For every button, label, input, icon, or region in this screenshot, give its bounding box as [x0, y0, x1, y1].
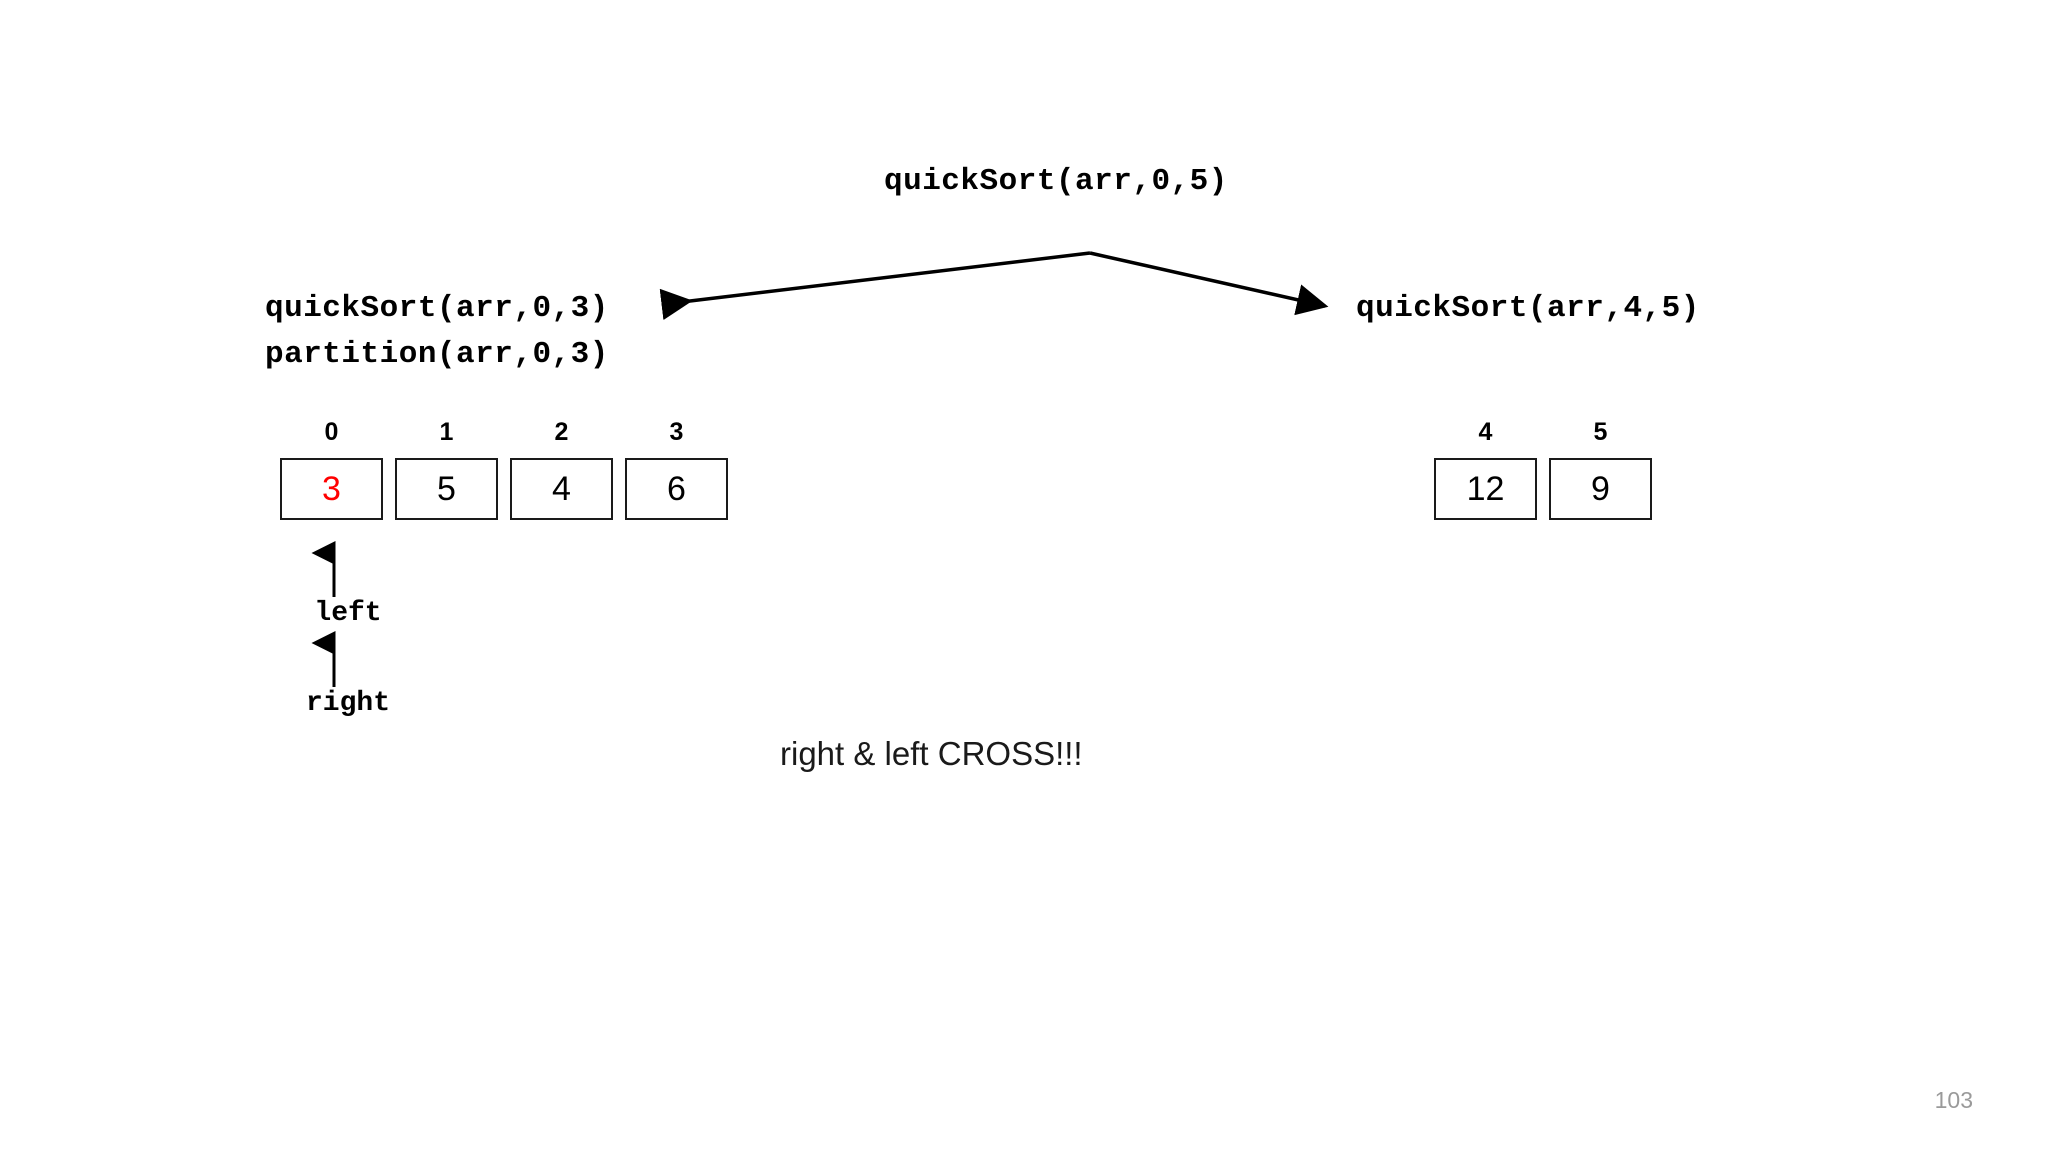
- array-cell: 5 9: [1549, 420, 1652, 520]
- left-child-call-label: quickSort(arr,0,3): [265, 291, 609, 326]
- cell-value: 3: [322, 470, 341, 508]
- cell-value: 9: [1591, 470, 1610, 508]
- page-number: 103: [1934, 1087, 1973, 1113]
- cell-box: 9: [1549, 458, 1652, 520]
- left-pointer-label: left: [314, 598, 382, 629]
- right-child-call-label: quickSort(arr,4,5): [1356, 291, 1700, 326]
- root-call-label: quickSort(arr,0,5): [884, 164, 1228, 199]
- edge-to-left-child: [659, 251, 1091, 321]
- cell-index-label: 5: [1593, 418, 1608, 446]
- cell-box: 12: [1434, 458, 1537, 520]
- cell-box: 6: [625, 458, 728, 520]
- cell-index-label: 4: [1478, 418, 1493, 446]
- cell-index-label: 2: [554, 418, 569, 446]
- left-child-partition-label: partition(arr,0,3): [265, 337, 609, 372]
- cell-value: 5: [437, 470, 456, 508]
- cell-value: 4: [552, 470, 571, 508]
- cell-index-label: 1: [439, 418, 454, 446]
- right-pointer-label: right: [305, 688, 391, 719]
- cell-value: 6: [667, 470, 686, 508]
- array-cell: 3 6: [625, 420, 728, 520]
- cell-box: 5: [395, 458, 498, 520]
- cross-caption: right & left CROSS!!!: [780, 735, 1083, 772]
- array-cell: 0 3: [280, 420, 383, 520]
- edge-to-right-child: [1089, 251, 1329, 316]
- array-cell: 2 4: [510, 420, 613, 520]
- cell-box: 4: [510, 458, 613, 520]
- cell-box: 3: [280, 458, 383, 520]
- cell-index-label: 0: [324, 418, 339, 446]
- array-cell: 1 5: [395, 420, 498, 520]
- left-subarray: 0 3 1 5 2 4 3 6: [280, 420, 728, 520]
- array-cell: 4 12: [1434, 420, 1537, 520]
- cell-value: 12: [1466, 470, 1505, 508]
- right-subarray: 4 12 5 9: [1434, 420, 1652, 520]
- cell-index-label: 3: [669, 418, 684, 446]
